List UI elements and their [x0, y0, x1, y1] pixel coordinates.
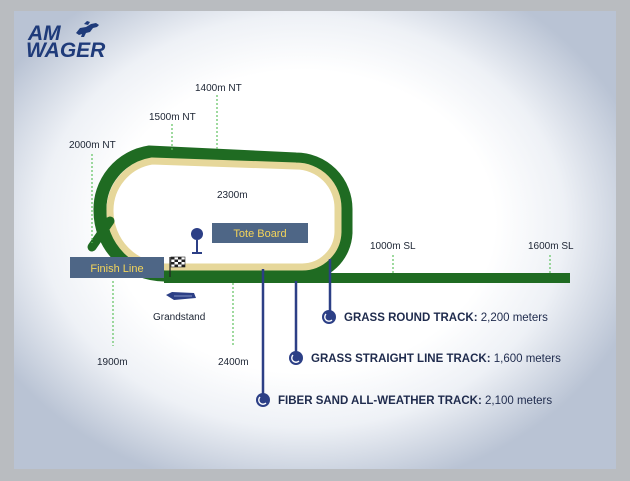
- distance-label-1000m: 1000m SL: [370, 241, 416, 252]
- legend-item-fiber-sand: FIBER SAND ALL-WEATHER TRACK: 2,100 mete…: [256, 393, 552, 407]
- legend: GRASS ROUND TRACK: 2,200 meters GRASS ST…: [256, 310, 561, 407]
- logo-line-2: WAGER: [26, 39, 106, 62]
- legend-value: 1,600 meters: [491, 353, 562, 365]
- tote-board-pin-icon: [191, 228, 203, 254]
- fiber-sand-icon: [256, 393, 270, 407]
- fiber-sand-track: [106, 157, 342, 271]
- legend-value: 2,200 meters: [478, 312, 549, 324]
- checkered-flag-icon: [169, 256, 186, 277]
- horse-racing-icon: [76, 21, 99, 37]
- tote-board-label: Tote Board: [233, 228, 286, 240]
- grass-straight-icon: [289, 351, 303, 365]
- legend-name: GRASS ROUND TRACK:: [344, 312, 478, 324]
- legend-item-grass-straight: GRASS STRAIGHT LINE TRACK: 1,600 meters: [289, 351, 561, 365]
- track-diagram: AM WAGER 1400m NT 1500m NT 2000m NT 2300…: [26, 21, 574, 407]
- grass-round-icon: [322, 310, 336, 324]
- legend-value: 2,100 meters: [482, 395, 553, 407]
- grandstand-label: Grandstand: [153, 312, 205, 323]
- distance-label-2300m: 2300m: [217, 190, 248, 201]
- distance-label-1600m: 1600m SL: [528, 241, 574, 252]
- distance-label-1900m: 1900m: [97, 357, 128, 368]
- grandstand-icon: [166, 292, 196, 300]
- logo: AM WAGER: [26, 21, 106, 62]
- legend-item-grass-round: GRASS ROUND TRACK: 2,200 meters: [322, 310, 548, 324]
- tote-board: [212, 223, 308, 243]
- svg-text:FIBER SAND ALL-WEATHER TRACK:: FIBER SAND ALL-WEATHER TRACK: 2,100 mete…: [278, 395, 552, 407]
- legend-name: FIBER SAND ALL-WEATHER TRACK:: [278, 395, 482, 407]
- grass-straight-line-track: [164, 273, 570, 283]
- finish-line-box: [70, 257, 164, 278]
- svg-text:GRASS ROUND TRACK: 2,200 meter: GRASS ROUND TRACK: 2,200 meters: [344, 312, 548, 324]
- finish-line-label: Finish Line: [90, 263, 143, 275]
- distance-label-2400m: 2400m: [218, 357, 249, 368]
- racecourse-map: AM WAGER 1400m NT 1500m NT 2000m NT 2300…: [14, 11, 616, 469]
- legend-name: GRASS STRAIGHT LINE TRACK:: [311, 353, 491, 365]
- distance-label-1400m: 1400m NT: [195, 83, 242, 94]
- logo-line-1: AM: [27, 22, 61, 45]
- legend-connectors: [261, 259, 332, 394]
- distance-label-1500m: 1500m NT: [149, 112, 196, 123]
- grass-round-track: [87, 145, 353, 282]
- distance-markers: [91, 95, 551, 346]
- distance-label-2000m: 2000m NT: [69, 140, 116, 151]
- svg-text:GRASS STRAIGHT LINE TRACK: 1,6: GRASS STRAIGHT LINE TRACK: 1,600 meters: [311, 353, 561, 365]
